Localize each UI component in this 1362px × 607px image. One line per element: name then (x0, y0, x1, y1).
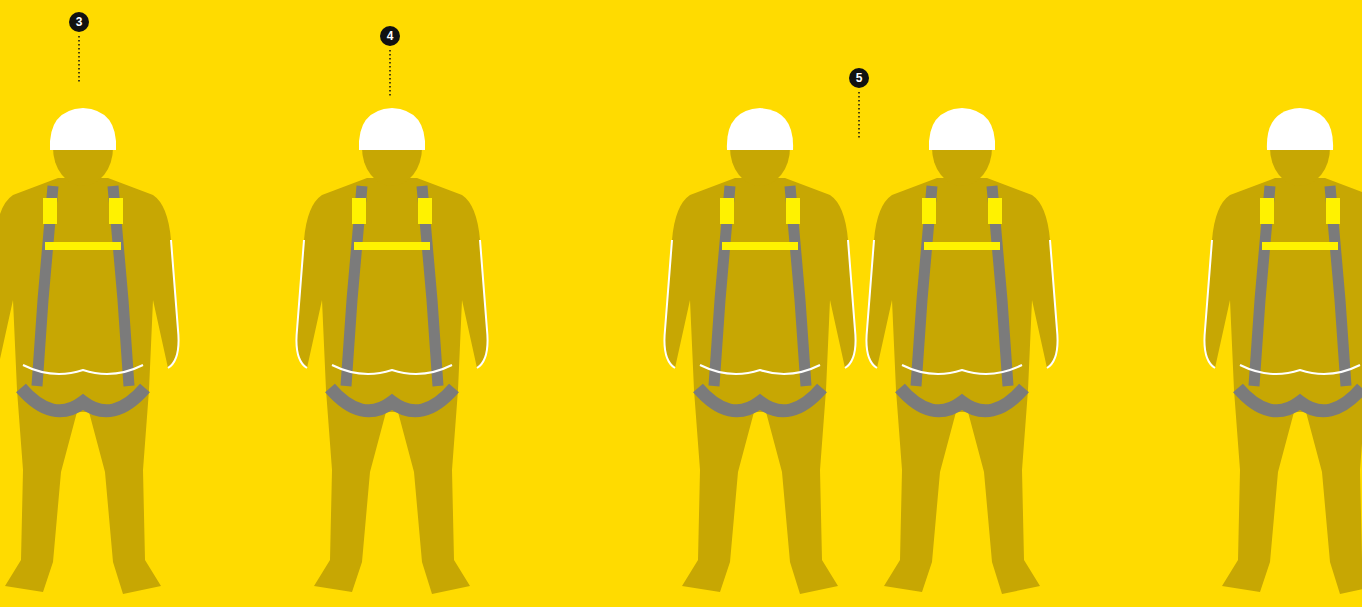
worker-figure (0, 108, 179, 594)
worker-figure (1204, 108, 1362, 594)
leader-line (78, 36, 80, 84)
leader-lines (79, 36, 859, 138)
worker-figure (664, 108, 855, 594)
leader-line (389, 50, 391, 96)
worker-figure (296, 108, 487, 594)
callout-number: 3 (69, 12, 89, 32)
callout-number: 5 (849, 68, 869, 88)
callout-number: 4 (380, 26, 400, 46)
leader-line (858, 92, 860, 138)
worker-figure (866, 108, 1057, 594)
